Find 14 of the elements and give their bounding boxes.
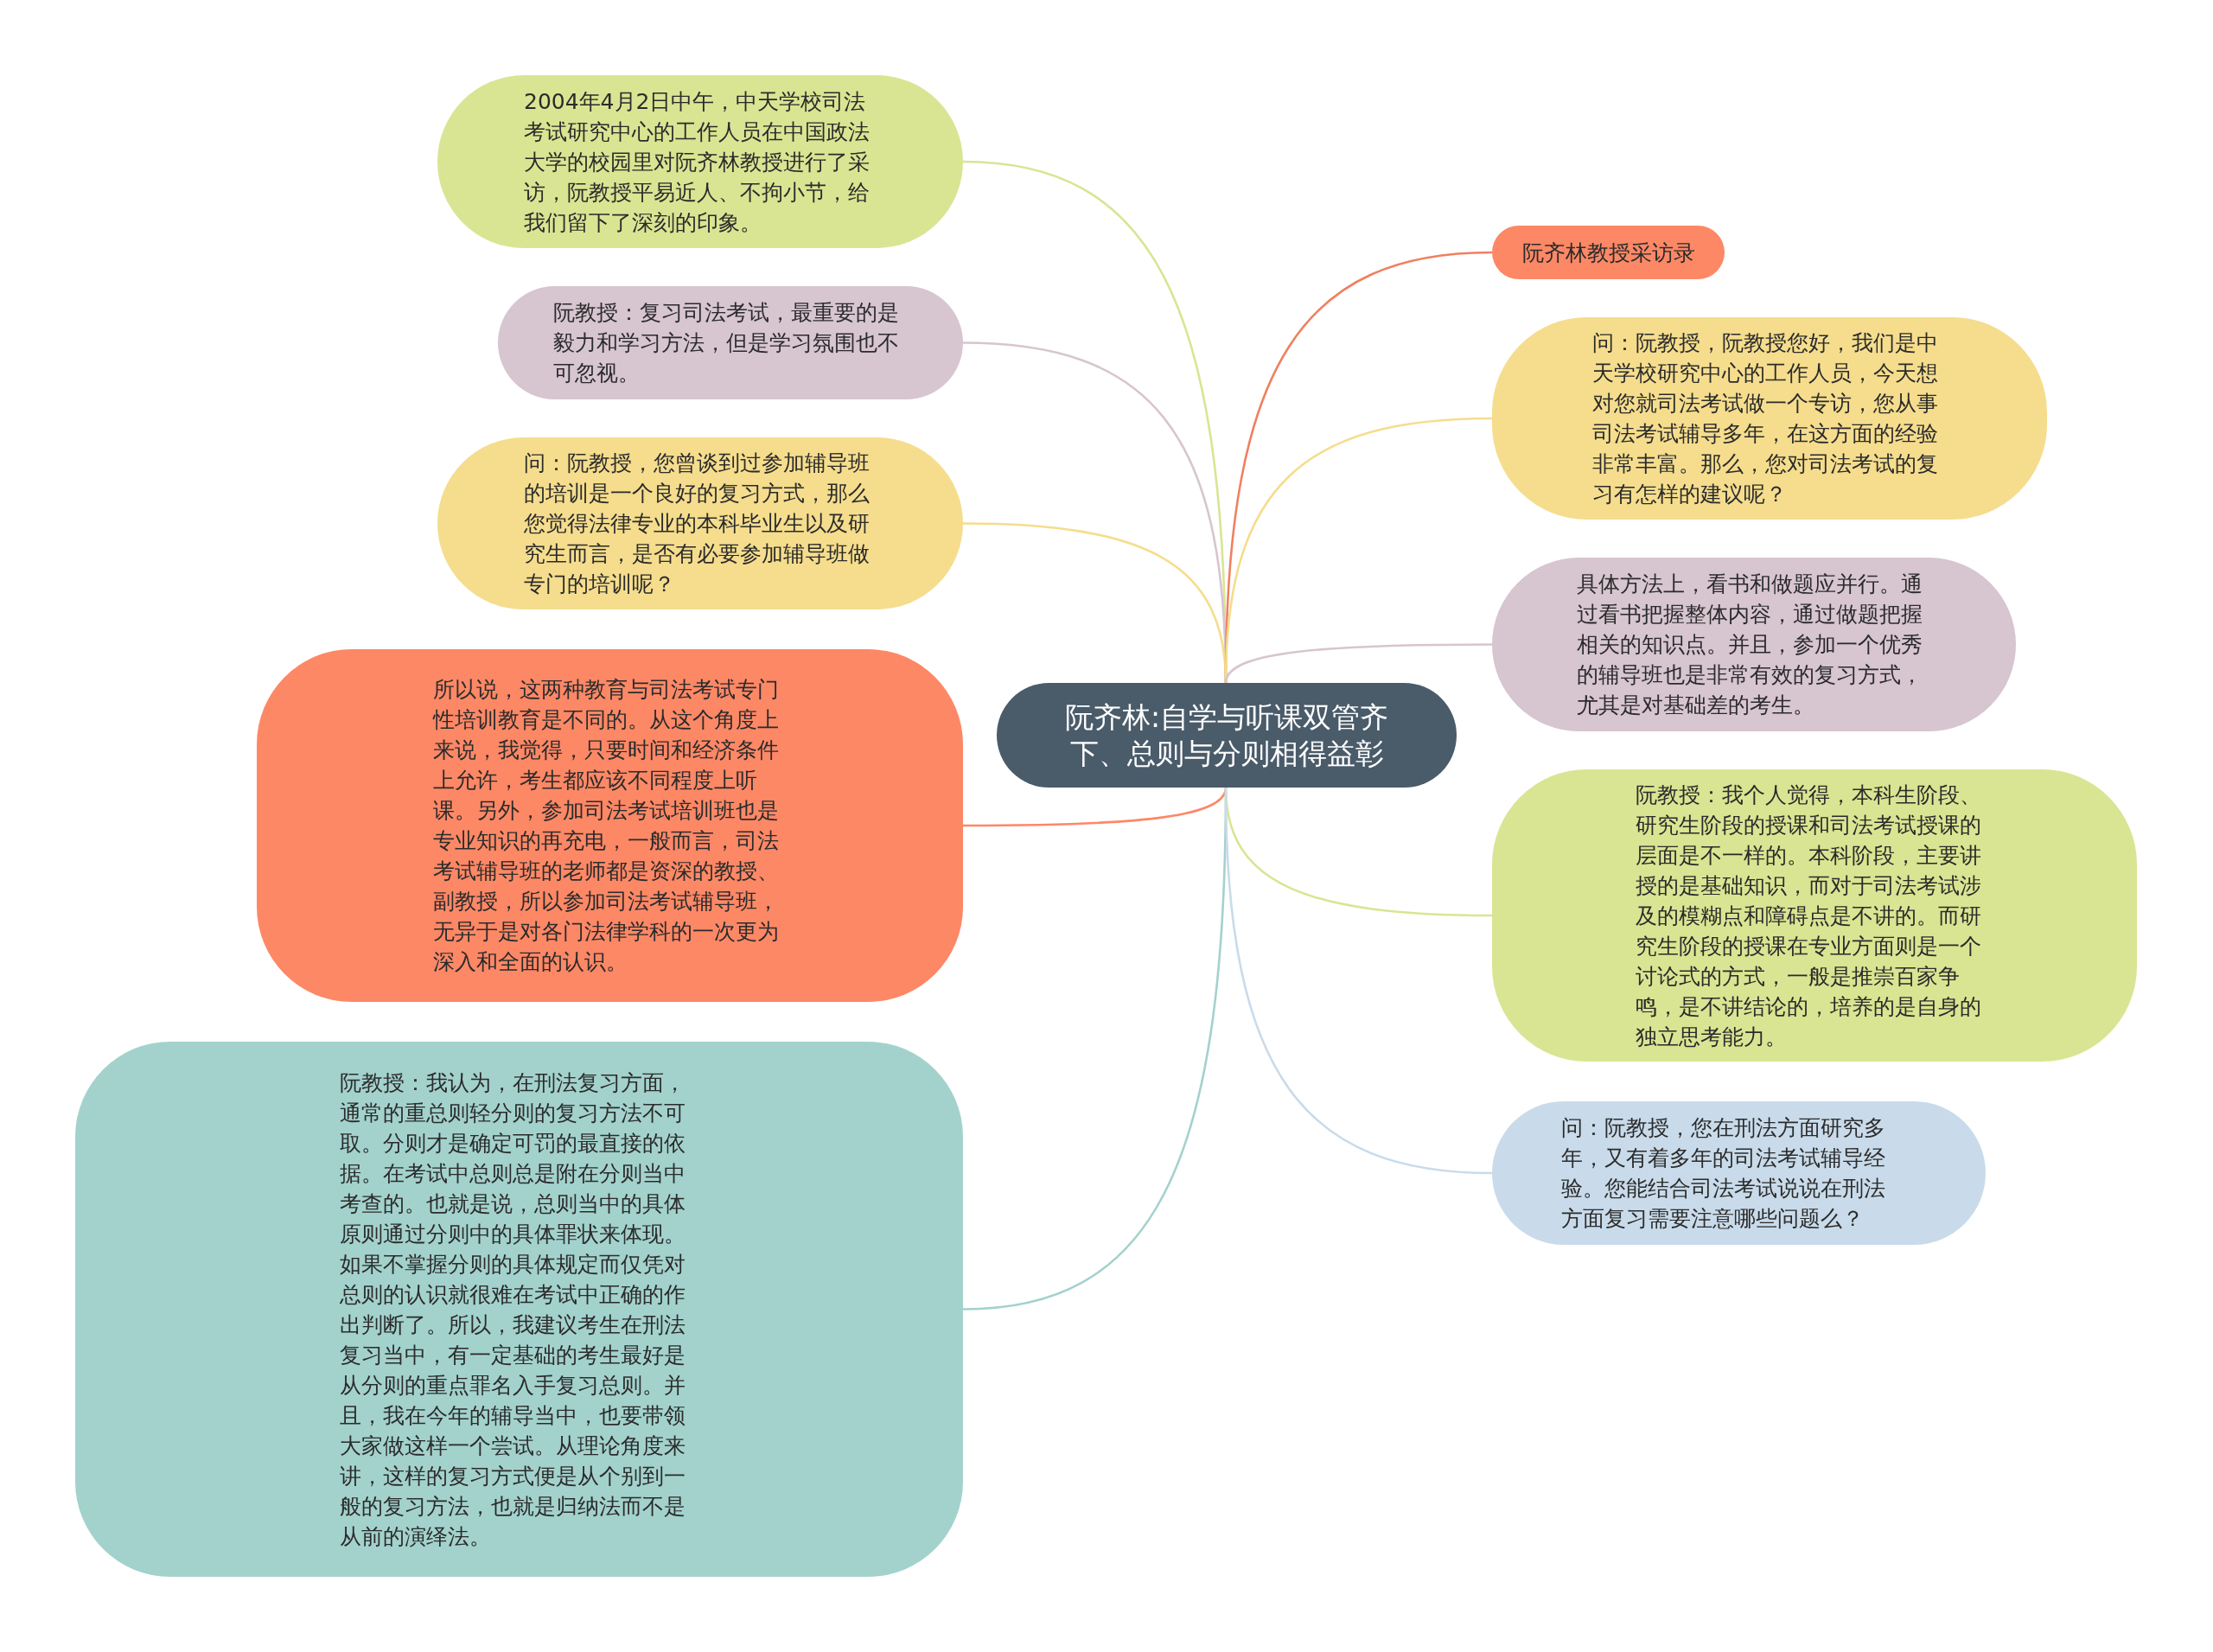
central-topic-box: 阮齐林:自学与听课双管齐下、总则与分则相得益彰 [997, 683, 1457, 788]
topic-bubble: 阮教授：复习司法考试，最重要的是毅力和学习方法，但是学习氛围也不可忽视。 [498, 286, 963, 399]
topic-bubble: 2004年4月2日中午，中天学校司法考试研究中心的工作人员在中国政法大学的校园里对阮齐林教授进行了采访，阮教授平易近人、不拘小节，给我们留下了深刻的印象。 [437, 75, 963, 248]
connector-line [1224, 643, 1492, 684]
topic-bubble: 问：阮教授，阮教授您好，我们是中天学校研究中心的工作人员，今天想对您就司法考试做一个专访，您从事司法考试辅导多年，在这方面的经验非常丰富。那么，您对司法考试的复习有怎样的建议呢？ [1492, 317, 2047, 520]
topic-bubble: 问：阮教授，您曾谈到过参加辅导班的培训是一个良好的复习方式，那么您觉得法律专业的本科毕业生以及研究生而言，是否有必要参加辅导班做专门的培训呢？ [437, 437, 963, 609]
topic-bubble: 阮齐林教授采访录 [1492, 226, 1725, 279]
topic-bubble: 阮教授：我认为，在刑法复习方面，通常的重总则轻分则的复习方法不可取。分则才是确定可罚的最直接的依据。在考试中总则总是附在分则当中考查的。也就是说，总则当中的具体原则通过分则中的具体罪状来体现。如果不掌握分则的具体规定而仅凭对总则的认识就很难在考试中正确的作出判断了。所以，我建议考生在刑法复习当中，有一定基础的考生最好是从分则的重点罪名入手复习总则。并且，我在今年的辅导当中，也要带领大家做这样一个尝试。从理论角度来讲，这样的复习方式便是从个别到一般的复习方法，也就是归纳法而不是从前的演绎法。 [75, 1042, 963, 1577]
connector-line [1224, 787, 1493, 1175]
topic-bubble: 问：阮教授，您在刑法方面研究多年，又有着多年的司法考试辅导经验。您能结合司法考试说说在刑法方面复习需要注意哪些问题么？ [1492, 1101, 1986, 1245]
topic-bubble: 阮教授：我个人觉得，本科生阶段、研究生阶段的授课和司法考试授课的层面是不一样的。本科阶段，主要讲授的是基础知识，而对于司法考试涉及的模糊点和障碍点是不讲的。而研究生阶段的授课在专业方面则是一个讨论式的方式，一般是推崇百家争鸣，是不讲结论的，培养的是自身的独立思考能力。 [1492, 769, 2137, 1062]
topic-bubble: 所以说，这两种教育与司法考试专门性培训教育是不同的。从这个角度上来说，我觉得，只要时间和经济条件上允许，考生都应该不同程度上听课。另外，参加司法考试培训班也是专业知识的再充电，一般而言，司法考试辅导班的老师都是资深的教授、副教授，所以参加司法考试辅导班，无异于是对各门法律学科的一次更为深入和全面的认识。 [257, 649, 963, 1002]
connector-line [963, 787, 1228, 827]
topic-bubble: 具体方法上，看书和做题应并行。通过看书把握整体内容，通过做题把握相关的知识点。并且，参加一个优秀的辅导班也是非常有效的复习方式，尤其是对基础差的考生。 [1492, 558, 2016, 731]
